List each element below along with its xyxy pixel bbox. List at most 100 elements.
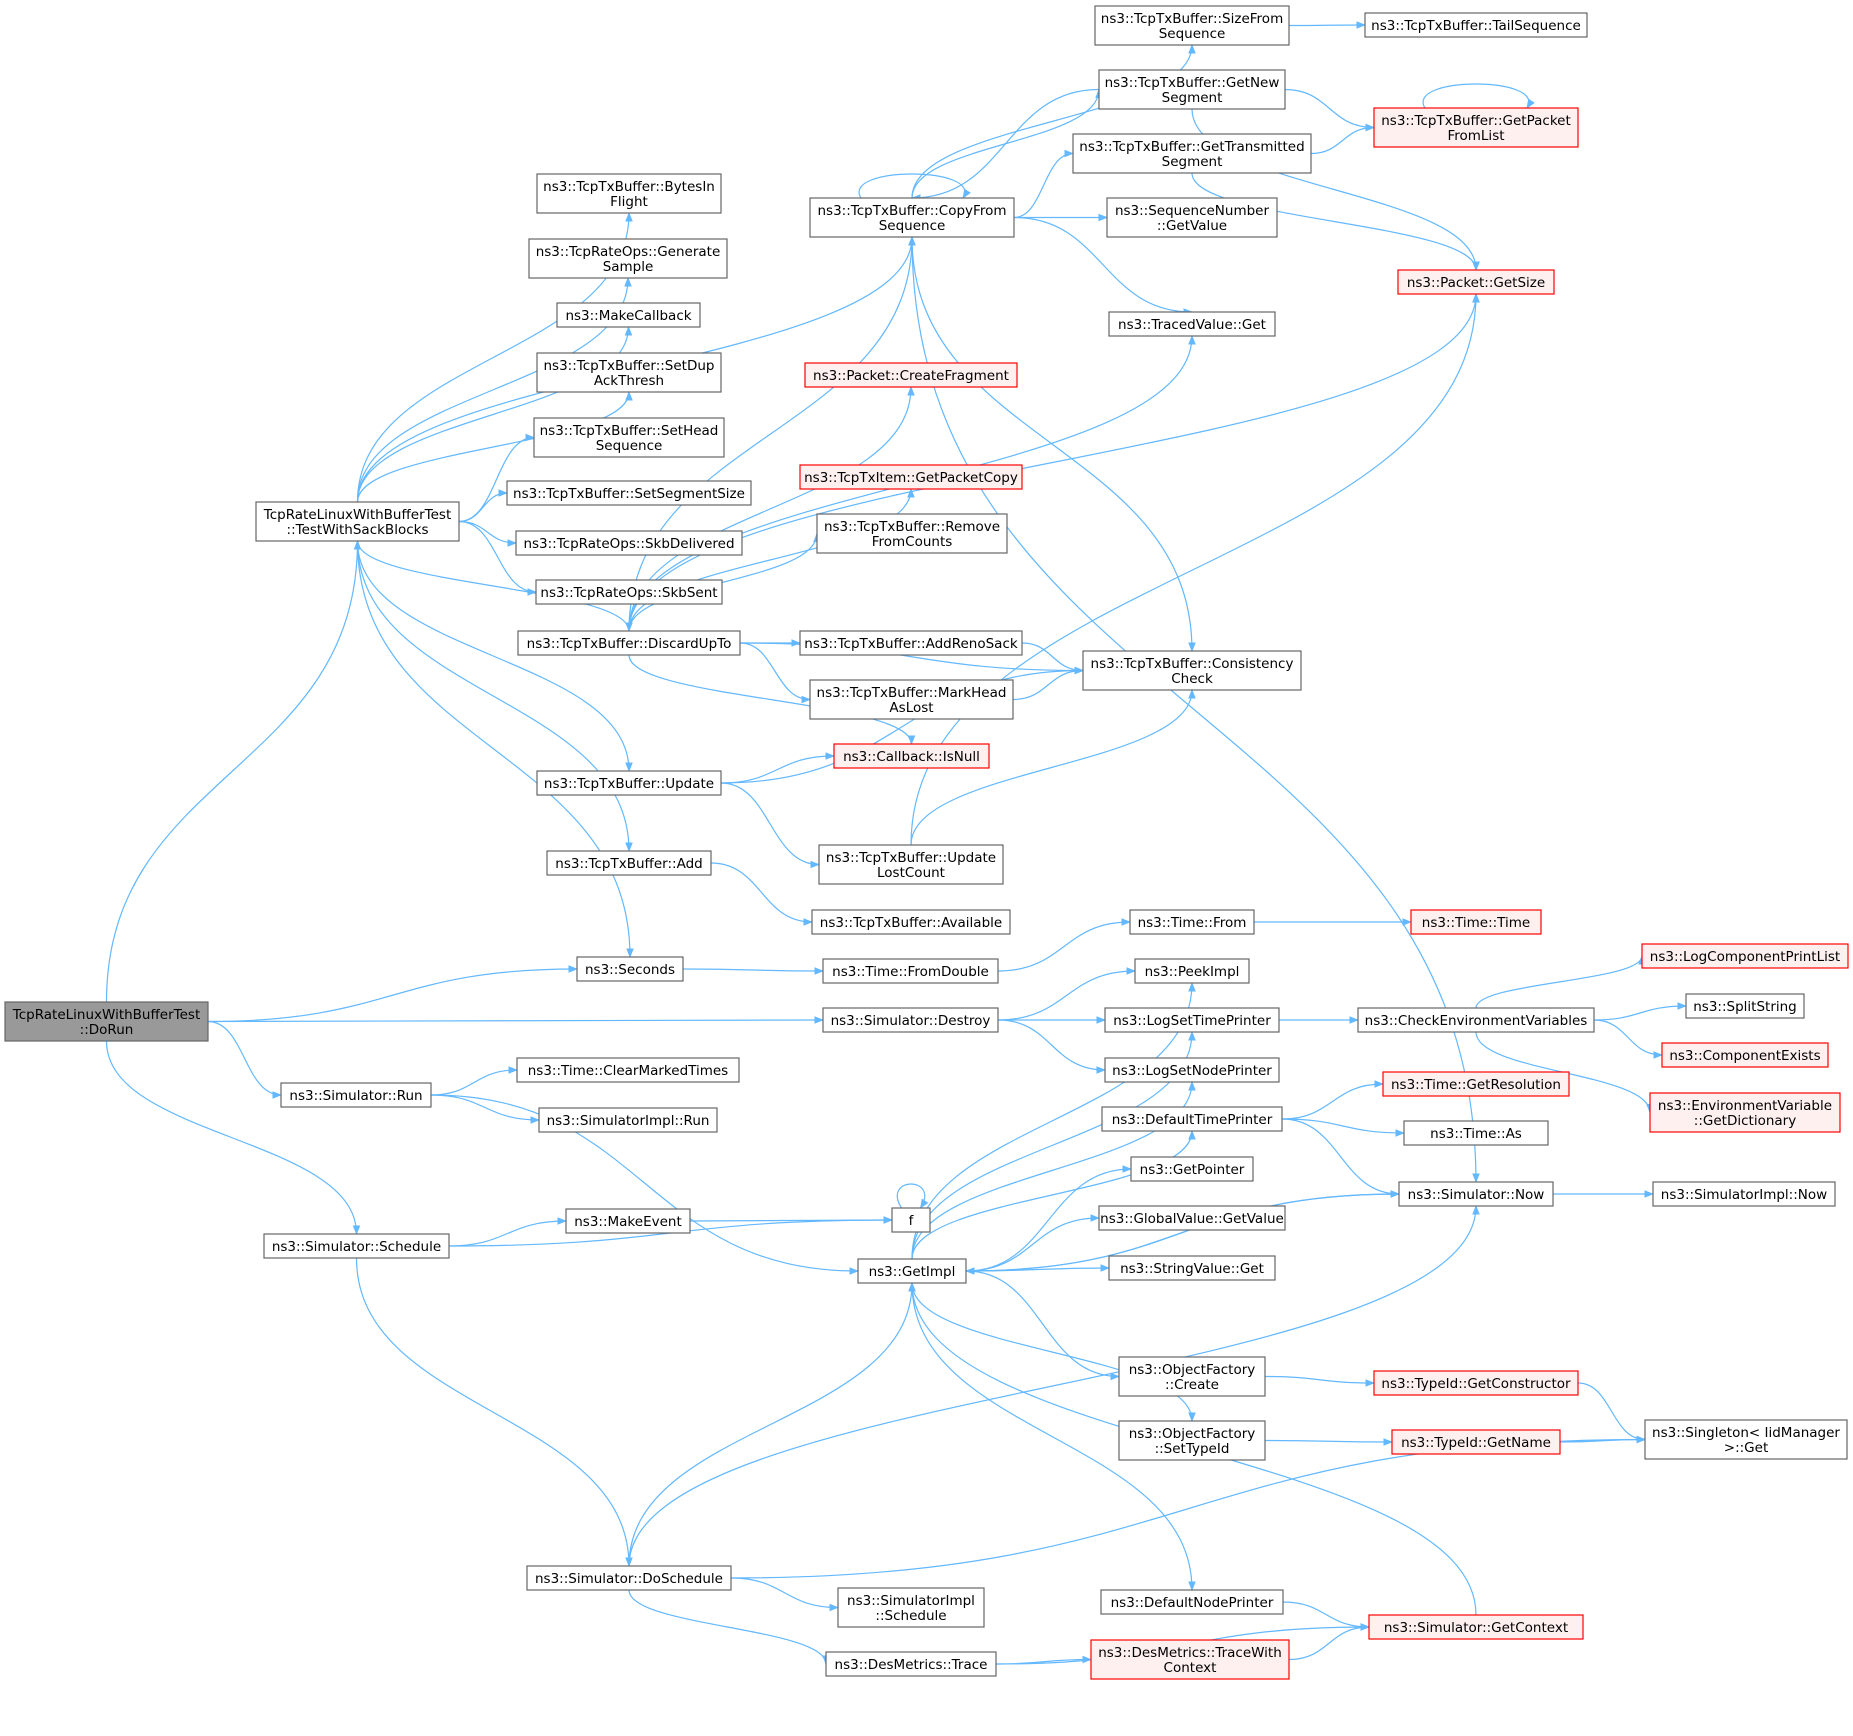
node-peekimpl[interactable]: ns3::PeekImpl (1134, 958, 1250, 984)
node-logsettime[interactable]: ns3::LogSetTimePrinter (1104, 1007, 1280, 1033)
node-label: ns3::TypeId::GetName (1401, 1435, 1551, 1451)
node-box (528, 238, 728, 279)
call-edge-dorun-to-simdestroy (207, 1016, 824, 1024)
node-label: ns3::Callback::IsNull (843, 749, 980, 765)
node-label: ns3::Singleton< IidManager (1652, 1425, 1840, 1441)
node-timetime[interactable]: ns3::Time::Time (1410, 909, 1542, 935)
call-edge-discardupto-to-copyfromseq (628, 236, 916, 632)
call-edge-doschedule-to-getimpl (628, 1282, 916, 1567)
node-update[interactable]: ns3::TcpTxBuffer::Update (536, 770, 722, 796)
node-createfrag[interactable]: ns3::Packet::CreateFragment (804, 362, 1018, 388)
node-simimplrun[interactable]: ns3::SimulatorImpl::Run (538, 1107, 718, 1133)
node-skbdelivered[interactable]: ns3::TcpRateOps::SkbDelivered (515, 530, 743, 556)
node-ofsettypeid[interactable]: ns3::ObjectFactory::SetTypeId (1118, 1420, 1266, 1461)
node-label: Segment (1162, 154, 1223, 170)
node-label: ns3::ObjectFactory (1129, 1426, 1256, 1442)
node-envdict[interactable]: ns3::EnvironmentVariable::GetDictionary (1649, 1092, 1841, 1133)
node-simimplschedule[interactable]: ns3::SimulatorImpl::Schedule (837, 1587, 985, 1628)
node-available[interactable]: ns3::TcpTxBuffer::Available (811, 909, 1011, 935)
node-label: ns3::TracedValue::Get (1118, 317, 1266, 333)
node-getpointer[interactable]: ns3::GetPointer (1130, 1156, 1254, 1182)
node-label: Sequence (1159, 26, 1226, 42)
node-dorun[interactable]: TcpRateLinuxWithBufferTest::DoRun (4, 1001, 209, 1042)
node-box (515, 530, 743, 556)
node-label: ns3::Seconds (585, 962, 675, 978)
node-packetgetsize[interactable]: ns3::Packet::GetSize (1397, 269, 1555, 295)
node-tailseq[interactable]: ns3::TcpTxBuffer::TailSequence (1364, 12, 1588, 38)
node-timeas[interactable]: ns3::Time::As (1403, 1120, 1549, 1146)
node-tracedget[interactable]: ns3::TracedValue::Get (1108, 311, 1276, 337)
node-stringvalueget[interactable]: ns3::StringValue::Get (1108, 1255, 1276, 1281)
node-getimpl[interactable]: ns3::GetImpl (857, 1258, 967, 1284)
node-getpacketcopy[interactable]: ns3::TcpTxItem::GetPacketCopy (799, 464, 1023, 490)
node-clearmarked[interactable]: ns3::Time::ClearMarkedTimes (516, 1057, 740, 1083)
node-getconstructor[interactable]: ns3::TypeId::GetConstructor (1373, 1370, 1579, 1396)
node-skbsent[interactable]: ns3::TcpRateOps::SkbSent (535, 579, 723, 605)
node-box (822, 1007, 999, 1033)
node-getname[interactable]: ns3::TypeId::GetName (1391, 1429, 1561, 1455)
node-splitstring[interactable]: ns3::SplitString (1685, 993, 1805, 1019)
node-label: ns3::Packet::CreateFragment (813, 368, 1009, 384)
node-box (1368, 1614, 1584, 1640)
node-makecallback[interactable]: ns3::MakeCallback (556, 302, 701, 328)
node-logsetnode[interactable]: ns3::LogSetNodePrinter (1104, 1057, 1280, 1083)
call-edge-testsack-to-discardupto (356, 540, 633, 632)
node-setsegsize[interactable]: ns3::TcpTxBuffer::SetSegmentSize (506, 480, 752, 506)
node-fromdouble[interactable]: ns3::Time::FromDouble (822, 958, 999, 984)
node-makeevent[interactable]: ns3::MakeEvent (565, 1208, 691, 1234)
node-logcompprint[interactable]: ns3::LogComponentPrintList (1641, 943, 1849, 969)
node-ofcreate[interactable]: ns3::ObjectFactory::Create (1118, 1356, 1266, 1397)
node-f[interactable]: f (891, 1207, 931, 1233)
node-discardupto[interactable]: ns3::TcpTxBuffer::DiscardUpTo (517, 630, 741, 656)
node-box (809, 197, 1015, 238)
node-label: TcpRateLinuxWithBufferTest (263, 507, 451, 523)
node-simrun[interactable]: ns3::Simulator::Run (280, 1082, 432, 1108)
node-label: ns3::MakeCallback (565, 308, 691, 324)
node-isnull[interactable]: ns3::Callback::IsNull (833, 743, 990, 769)
node-label: ::TestWithSackBlocks (287, 522, 429, 538)
node-singletonget[interactable]: ns3::Singleton< IidManager >::Get (1644, 1419, 1848, 1460)
node-box (1098, 1205, 1286, 1231)
node-getcontext[interactable]: ns3::Simulator::GetContext (1368, 1614, 1584, 1640)
node-testsack[interactable]: TcpRateLinuxWithBufferTest::TestWithSack… (255, 501, 460, 542)
node-simimplnow[interactable]: ns3::SimulatorImpl::Now (1652, 1181, 1836, 1207)
node-globalgetvalue[interactable]: ns3::GlobalValue::GetValue (1098, 1205, 1286, 1231)
call-edge-copyfromseq-to-sizefromseq (911, 44, 1196, 199)
node-simdestroy[interactable]: ns3::Simulator::Destroy (822, 1007, 999, 1033)
node-compexists[interactable]: ns3::ComponentExists (1661, 1042, 1829, 1068)
node-getresolution[interactable]: ns3::Time::GetResolution (1382, 1071, 1570, 1097)
node-seconds[interactable]: ns3::Seconds (576, 956, 684, 982)
node-label: ns3::SimulatorImpl::Now (1661, 1187, 1827, 1203)
node-label: ns3::TcpTxBuffer::SetHead (540, 423, 719, 439)
node-timefrom[interactable]: ns3::Time::From (1129, 909, 1255, 935)
node-addrenosack[interactable]: ns3::TcpTxBuffer::AddRenoSack (799, 630, 1023, 656)
node-add[interactable]: ns3::TcpTxBuffer::Add (546, 850, 712, 876)
node-doschedule[interactable]: ns3::Simulator::DoSchedule (526, 1565, 732, 1591)
node-box (1130, 1156, 1254, 1182)
node-seqgetvalue[interactable]: ns3::SequenceNumber::GetValue (1106, 197, 1278, 238)
node-simschedule[interactable]: ns3::Simulator::Schedule (263, 1233, 450, 1259)
node-checkenv[interactable]: ns3::CheckEnvironmentVariables (1357, 1007, 1595, 1033)
node-simnow[interactable]: ns3::Simulator::Now (1398, 1181, 1554, 1207)
node-defaultnode[interactable]: ns3::DefaultNodePrinter (1100, 1589, 1284, 1615)
node-destrace[interactable]: ns3::DesMetrics::Trace (825, 1651, 997, 1677)
node-label: LostCount (877, 865, 945, 881)
node-defaulttime[interactable]: ns3::DefaultTimePrinter (1101, 1106, 1283, 1132)
node-label: ns3::TcpTxBuffer::MarkHead (817, 685, 1007, 701)
node-label: ns3::Simulator::Now (1408, 1187, 1545, 1203)
node-label: ::GetDictionary (1694, 1113, 1796, 1129)
